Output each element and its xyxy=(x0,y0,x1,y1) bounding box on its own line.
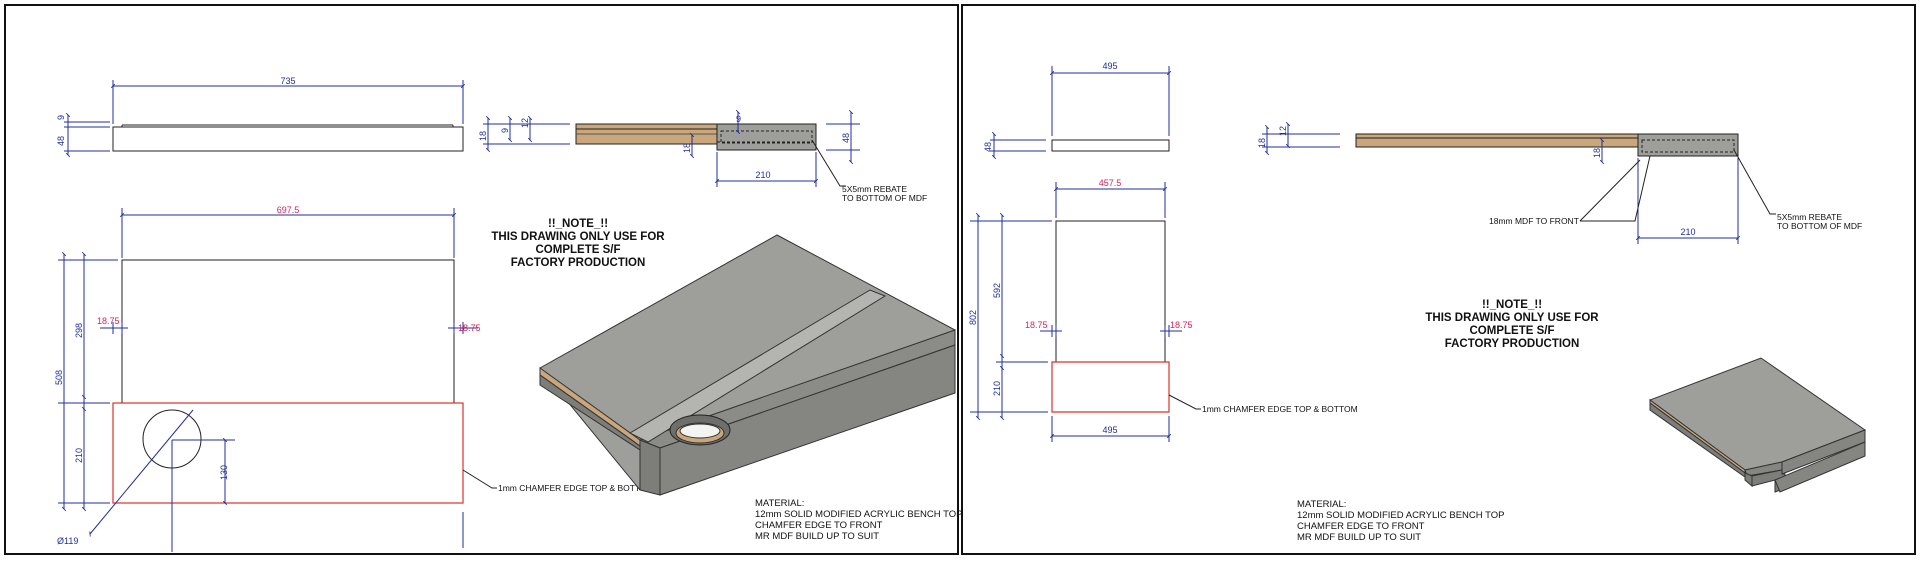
right-material-1: MATERIAL: xyxy=(1297,499,1346,510)
right-offset-left: 18.75 xyxy=(1025,320,1048,330)
left-section-d3: 12 xyxy=(520,118,530,128)
left-top-height-label: 48 xyxy=(56,136,66,146)
right-material-4: MR MDF BUILD UP TO SUIT xyxy=(1297,532,1421,543)
left-top-elevation: 735 9 48 xyxy=(56,76,466,158)
left-top-thk-label: 9 xyxy=(56,115,66,120)
left-note-line-2: THIS DRAWING ONLY USE FOR xyxy=(491,231,665,243)
left-isometric-view xyxy=(539,234,957,496)
left-section-d6: 48 xyxy=(841,133,851,143)
left-material-block: MATERIAL: 12mm SOLID MODIFIED ACRYLIC BE… xyxy=(755,498,962,542)
left-chamfer-note: 1mm CHAMFER EDGE TOP & BOTTOM xyxy=(498,483,654,493)
right-top-width: 495 xyxy=(1102,61,1117,71)
left-section-detail: 18 9 12 9 18 48 210 5X5mm REBATE TO BOTT… xyxy=(478,109,927,203)
right-chamfer-note: 1mm CHAMFER EDGE TOP & BOTTOM xyxy=(1202,404,1358,414)
left-plan-width: 697.5 xyxy=(277,205,300,215)
left-section-d5: 18 xyxy=(682,143,692,153)
left-sheet-frame xyxy=(4,4,959,555)
right-rebate-note-1: 5X5mm REBATE xyxy=(1777,212,1842,222)
right-section-d1: 18 xyxy=(1257,138,1267,148)
left-material-2: 12mm SOLID MODIFIED ACRYLIC BENCH TOP xyxy=(755,509,962,520)
right-top-elevation: 495 48 xyxy=(983,61,1172,160)
right-production-note: !!_NOTE_!! THIS DRAWING ONLY USE FOR COM… xyxy=(1425,299,1599,350)
right-rebate-note-2: TO BOTTOM OF MDF xyxy=(1777,221,1862,231)
left-plan-view: 697.5 508 298 210 18.75 18.75 130 Ø119 xyxy=(54,205,654,552)
right-drawing: 495 48 18 12 18 210 18mm MDF xyxy=(968,61,1867,543)
right-mdf-note: 18mm MDF TO FRONT xyxy=(1489,216,1579,226)
left-material-3: CHAMFER EDGE TO FRONT xyxy=(755,520,883,531)
left-hole-dia: Ø119 xyxy=(57,536,78,546)
right-material-3: CHAMFER EDGE TO FRONT xyxy=(1297,521,1425,532)
right-note-line-1: !!_NOTE_!! xyxy=(1482,299,1542,311)
right-overall-depth: 802 xyxy=(968,310,978,325)
right-section-d2: 12 xyxy=(1278,126,1288,136)
right-isometric-view xyxy=(1648,357,1867,493)
left-material-4: MR MDF BUILD UP TO SUIT xyxy=(755,531,879,542)
right-section-detail: 18 12 18 210 18mm MDF TO FRONT 5X5mm REB… xyxy=(1257,121,1862,244)
left-section-d2: 9 xyxy=(500,128,510,133)
right-plan-width: 457.5 xyxy=(1099,178,1122,188)
right-note-line-2: THIS DRAWING ONLY USE FOR xyxy=(1425,312,1599,324)
right-front-depth: 210 xyxy=(992,381,1002,396)
left-note-line-3: COMPLETE S/F xyxy=(536,244,621,256)
left-offset-right: 18.75 xyxy=(458,323,481,333)
left-note-line-4: FACTORY PRODUCTION xyxy=(511,257,646,269)
right-rebate-width: 210 xyxy=(1680,227,1695,237)
right-offset-right: 18.75 xyxy=(1170,320,1193,330)
left-rebate-width: 210 xyxy=(755,170,770,180)
left-note-line-1: !!_NOTE_!! xyxy=(548,218,608,230)
left-hole-offset: 130 xyxy=(219,465,229,480)
right-note-line-4: FACTORY PRODUCTION xyxy=(1445,338,1580,350)
left-production-note: !!_NOTE_!! THIS DRAWING ONLY USE FOR COM… xyxy=(491,218,665,269)
left-material-1: MATERIAL: xyxy=(755,498,804,509)
left-rebate-note-1: 5X5mm REBATE xyxy=(842,184,907,194)
right-plan-view: 457.5 802 592 210 18.75 18.75 495 1mm CH… xyxy=(968,178,1358,442)
left-top-width-label: 735 xyxy=(280,76,295,86)
left-rebate-note-2: TO BOTTOM OF MDF xyxy=(842,193,927,203)
left-section-d1: 18 xyxy=(478,131,488,141)
right-material-2: 12mm SOLID MODIFIED ACRYLIC BENCH TOP xyxy=(1297,510,1504,521)
left-offset-left: 18.75 xyxy=(97,316,120,326)
left-section-d4: 9 xyxy=(736,114,741,124)
left-front-depth: 210 xyxy=(74,448,84,463)
right-material-block: MATERIAL: 12mm SOLID MODIFIED ACRYLIC BE… xyxy=(1297,499,1504,543)
left-overall-depth: 508 xyxy=(54,370,64,385)
left-upper-depth: 298 xyxy=(74,323,84,338)
right-bottom-width: 495 xyxy=(1102,425,1117,435)
left-drawing: 735 9 48 18 9 12 9 18 xyxy=(54,76,962,552)
right-top-height: 48 xyxy=(983,142,993,152)
right-sheet-frame xyxy=(961,4,1916,555)
right-upper-depth: 592 xyxy=(992,283,1002,298)
right-section-d3: 18 xyxy=(1592,148,1602,158)
right-note-line-3: COMPLETE S/F xyxy=(1470,325,1555,337)
